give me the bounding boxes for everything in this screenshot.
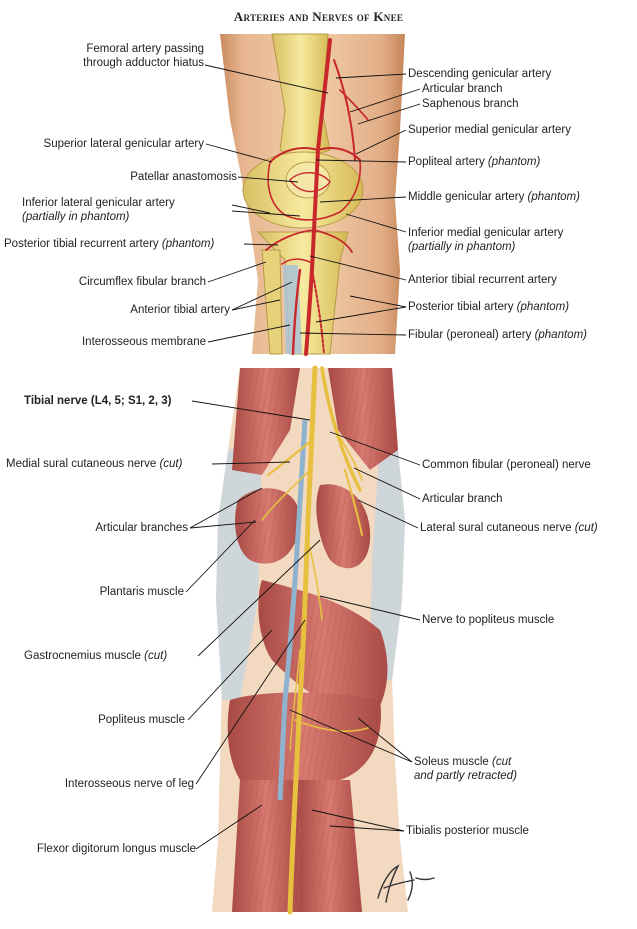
interosseous-nerve <box>289 649 301 751</box>
popliteal-artery <box>304 38 332 356</box>
posterior-tibial-artery <box>311 269 325 355</box>
artist-signature <box>377 864 435 903</box>
articular-branch-nerve <box>334 429 363 481</box>
label-interosseous-membrane: Interosseous membrane <box>81 336 206 348</box>
patella <box>285 161 331 199</box>
page-title: Arteries and Nerves of Knee <box>233 9 404 24</box>
superior-lateral-genicular-artery <box>269 147 319 163</box>
inferior-lateral-genicular-artery <box>265 229 315 251</box>
label-anterior-tibial-artery: Anterior tibial artery <box>130 304 230 316</box>
tibial-nerve <box>287 365 318 915</box>
fascia-medial <box>370 440 405 680</box>
medial-sural-cutaneous-nerve <box>266 438 314 477</box>
label-femoral-artery: Femoral artery passing through adductor … <box>83 43 204 69</box>
artery-network <box>265 38 369 356</box>
label-saphenous-branch: Saphenous branch <box>422 98 519 110</box>
label-plantaris-muscle: Plantaris muscle <box>99 586 184 598</box>
label-inferior-medial-genicular: Inferior medial genicular artery (partia… <box>408 227 564 253</box>
articular-branches-nerve <box>261 469 311 521</box>
patellar-anastomosis <box>267 159 362 221</box>
anterior-tibial-artery <box>291 268 302 356</box>
label-articular-branches: Articular branches <box>95 522 188 534</box>
label-descending-genicular: Descending genicular artery <box>408 68 552 80</box>
label-fibular-artery: Fibular (peroneal) artery (phantom) <box>408 329 587 341</box>
label-soleus-muscle: Soleus muscle (cut and partly retracted) <box>414 756 517 782</box>
leader-lines <box>185 64 421 850</box>
label-popliteal-artery: Popliteal artery (phantom) <box>408 156 541 168</box>
anterior-tibial-recurrent <box>281 258 311 265</box>
label-middle-genicular: Middle genicular artery (phantom) <box>408 191 580 203</box>
common-fibular-nerve <box>320 366 362 492</box>
label-anterior-tibial-recurrent: Anterior tibial recurrent artery <box>408 274 557 286</box>
descending-genicular-artery <box>333 59 356 161</box>
label-tibialis-posterior: Tibialis posterior muscle <box>406 825 529 837</box>
superior-medial-genicular-artery <box>317 147 361 161</box>
label-patellar-anastomosis: Patellar anastomosis <box>130 171 237 183</box>
label-superior-lateral-genicular: Superior lateral genicular artery <box>43 138 204 150</box>
patellar-ring <box>289 172 331 193</box>
nerve-network <box>261 365 369 915</box>
label-posterior-tibial-artery: Posterior tibial artery (phantom) <box>408 301 570 313</box>
popliteal-vein <box>277 419 308 801</box>
label-nerve-to-popliteus: Nerve to popliteus muscle <box>422 614 555 626</box>
label-medial-sural-cutaneous: Medial sural cutaneous nerve (cut) <box>6 458 183 470</box>
label-common-fibular-nerve: Common fibular (peroneal) nerve <box>422 459 591 471</box>
saphenous-branch <box>339 89 369 121</box>
label-superior-medial-genicular: Superior medial genicular artery <box>408 124 571 136</box>
label-tibial-nerve: Tibial nerve (L4, 5; S1, 2, 3) <box>24 395 172 407</box>
label-articular-branch-top: Articular branch <box>422 83 503 95</box>
inferior-medial-genicular-artery <box>313 229 353 253</box>
label-interosseous-nerve: Interosseous nerve of leg <box>64 778 194 790</box>
label-lateral-sural-cutaneous: Lateral sural cutaneous nerve (cut) <box>420 522 598 534</box>
label-posterior-tibial-recurrent: Posterior tibial recurrent artery (phant… <box>4 238 215 250</box>
arteries-panel <box>220 33 405 356</box>
nerves-panel <box>212 365 408 915</box>
label-inferior-lateral-genicular: Inferior lateral genicular artery (parti… <box>22 197 175 223</box>
lateral-sural-cutaneous-nerve <box>344 469 363 536</box>
label-popliteus-muscle: Popliteus muscle <box>98 714 185 726</box>
soleus-nerve-branch <box>294 719 369 733</box>
label-circumflex-fibular: Circumflex fibular branch <box>78 276 206 288</box>
label-articular-branch-bottom: Articular branch <box>422 493 503 505</box>
tibia-bone <box>256 231 349 355</box>
label-flexor-digitorum-longus: Flexor digitorum longus muscle <box>36 843 196 855</box>
label-gastrocnemius-muscle: Gastrocnemius muscle (cut) <box>24 650 168 662</box>
